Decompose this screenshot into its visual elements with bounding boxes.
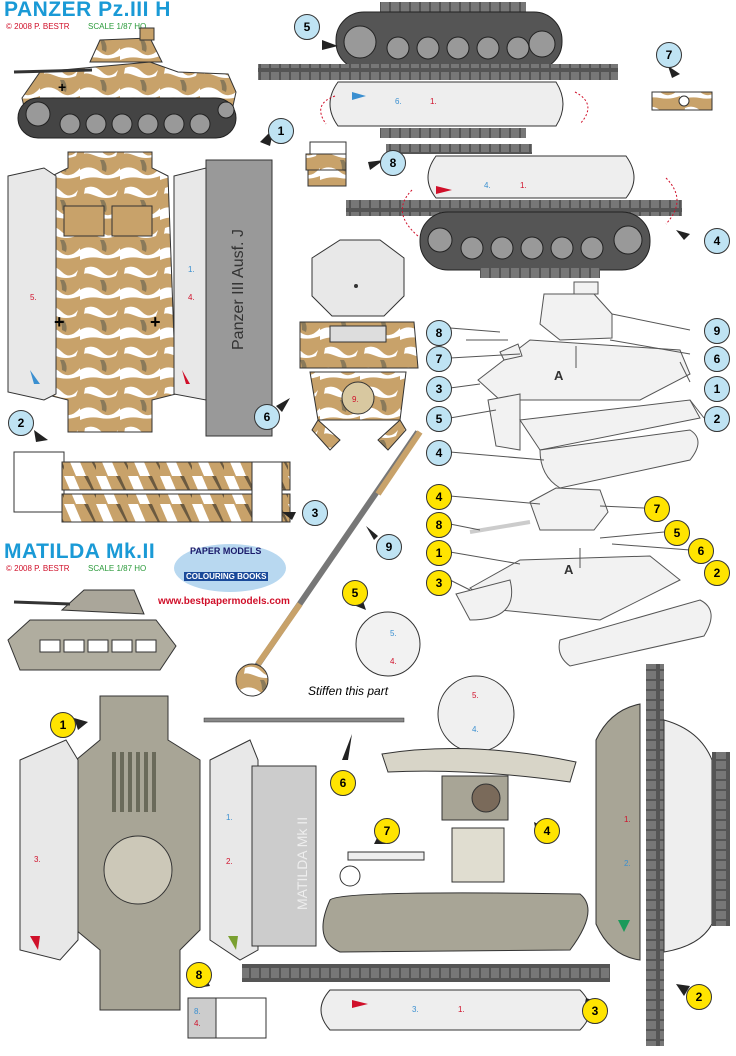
- panzer-hull-text: Panzer III Ausf. J: [230, 229, 247, 350]
- panzer-assembly-8: 8: [426, 320, 452, 346]
- panzer-track-top: 6. 1.: [258, 2, 618, 138]
- panzer-assembly-5: 5: [426, 406, 452, 432]
- matilda-callout-3: 3: [582, 998, 608, 1024]
- panzer-assembly-3: 3: [426, 376, 452, 402]
- matilda-track-vertical: 1. 2.: [595, 664, 730, 1046]
- svg-text:4.: 4.: [472, 725, 479, 734]
- svg-text:5.: 5.: [30, 293, 37, 302]
- panzer-hull-net: 5. 1. 4. + +: [7, 151, 273, 437]
- panzer-title: PANZER Pz.III H: [4, 0, 171, 21]
- panzer-callout-2a: 2: [8, 410, 34, 436]
- logo-line1: PAPER MODELS: [190, 546, 262, 556]
- matilda-callout-8: 8: [186, 962, 212, 988]
- panzer-assembly-7: 7: [426, 346, 452, 372]
- panzer-assembly-1: 1: [704, 376, 730, 402]
- svg-text:6.: 6.: [395, 97, 402, 106]
- matilda-hull-net: 3. 1. 2.: [19, 695, 317, 1011]
- matilda-callout-5: 5: [342, 580, 368, 606]
- matilda-hull-text: MATILDA Mk II: [294, 816, 310, 910]
- matilda-callout-6: 6: [330, 770, 356, 796]
- svg-text:5.: 5.: [390, 629, 397, 638]
- panzer-callout-7a: 7: [656, 42, 682, 68]
- svg-text:+: +: [58, 79, 66, 95]
- svg-text:1.: 1.: [520, 181, 527, 190]
- matilda-callout-1: 1: [50, 712, 76, 738]
- instruction-text: Stiffen this part: [308, 684, 389, 698]
- panzer-assembly: A: [449, 281, 705, 489]
- svg-text:+: +: [150, 312, 161, 332]
- logo-url: www.bestpapermodels.com: [158, 596, 290, 607]
- matilda-copyright: © 2008 P. BESTR: [6, 564, 70, 573]
- matilda-disc-5: 5. 4.: [355, 611, 421, 677]
- matilda-assembly-6: 6: [688, 538, 714, 564]
- svg-text:4.: 4.: [194, 1019, 201, 1028]
- svg-text:1.: 1.: [430, 97, 437, 106]
- panzer-callout-3a: 3: [302, 500, 328, 526]
- matilda-title: MATILDA Mk.II: [4, 540, 156, 563]
- panzer-assembly-6: 6: [704, 346, 730, 372]
- panzer-part-8: [305, 141, 347, 187]
- matilda-assembly-8: 8: [426, 512, 452, 538]
- matilda-part-8: 8. 4.: [187, 997, 267, 1039]
- matilda-part-7: [339, 851, 425, 887]
- svg-text:2.: 2.: [226, 857, 233, 866]
- svg-text:4.: 4.: [390, 657, 397, 666]
- panzer-callout-5a: 5: [294, 14, 320, 40]
- svg-text:9.: 9.: [352, 395, 359, 404]
- panzer-track-bottom: 4. 1.: [346, 144, 682, 278]
- matilda-assembly-5: 5: [664, 520, 690, 546]
- matilda-assembly-2: 2: [704, 560, 730, 586]
- svg-text:8.: 8.: [194, 1007, 201, 1016]
- panzer-scale: SCALE 1/87 HO: [88, 22, 147, 31]
- panzer-part-7: [651, 91, 713, 111]
- matilda-turret-net: 5. 4.: [381, 675, 577, 883]
- svg-text:4.: 4.: [188, 293, 195, 302]
- matilda-side-view: [7, 589, 177, 671]
- svg-text:A: A: [564, 562, 574, 577]
- svg-text:5.: 5.: [472, 691, 479, 700]
- panzer-assembly-9: 9: [704, 318, 730, 344]
- logo-line2: COLOURING BOOKS: [184, 572, 269, 581]
- svg-text:1.: 1.: [188, 265, 195, 274]
- panzer-side-view: +: [13, 27, 237, 139]
- panzer-assembly-2: 2: [704, 406, 730, 432]
- panzer-callout-4a: 4: [704, 228, 730, 254]
- matilda-strip-6: [203, 717, 405, 723]
- svg-text:1.: 1.: [458, 1005, 465, 1014]
- svg-text:3.: 3.: [34, 855, 41, 864]
- panzer-callout-8a: 8: [380, 150, 406, 176]
- svg-text:+: +: [54, 312, 65, 332]
- panzer-callout-6a: 6: [254, 404, 280, 430]
- matilda-callout-4: 4: [534, 818, 560, 844]
- svg-text:3.: 3.: [412, 1005, 419, 1014]
- matilda-track-horizontal: 3. 1.: [242, 892, 610, 1031]
- svg-text:1.: 1.: [226, 813, 233, 822]
- matilda-assembly-7: 7: [644, 496, 670, 522]
- svg-text:A: A: [554, 368, 564, 383]
- panzer-assembly-4: 4: [426, 440, 452, 466]
- svg-text:2.: 2.: [624, 859, 631, 868]
- matilda-callout-7: 7: [374, 818, 400, 844]
- matilda-scale: SCALE 1/87 HO: [88, 564, 147, 573]
- panzer-callout-9a: 9: [376, 534, 402, 560]
- matilda-callout-2: 2: [686, 984, 712, 1010]
- svg-text:4.: 4.: [484, 181, 491, 190]
- matilda-assembly-1: 1: [426, 540, 452, 566]
- matilda-assembly-4: 4: [426, 484, 452, 510]
- panzer-callout-1: 1: [268, 118, 294, 144]
- matilda-assembly: A: [449, 487, 712, 667]
- svg-text:1.: 1.: [624, 815, 631, 824]
- panzer-strips: [13, 451, 291, 523]
- panzer-turret-net: 9.: [299, 239, 419, 451]
- panzer-barrel: [235, 430, 423, 697]
- panzer-copyright: © 2008 P. BESTR: [6, 22, 70, 31]
- brand-logo: PAPER MODELS COLOURING BOOKS www.bestpap…: [158, 542, 310, 610]
- matilda-assembly-3: 3: [426, 570, 452, 596]
